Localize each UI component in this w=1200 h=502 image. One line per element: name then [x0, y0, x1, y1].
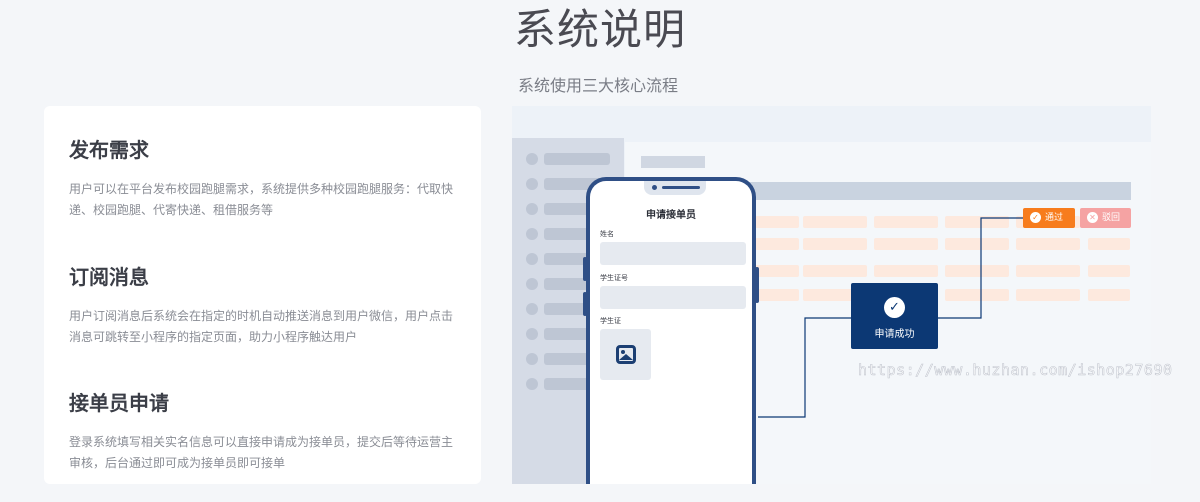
table-cell-mock	[1088, 289, 1130, 301]
table-cell-mock	[1088, 265, 1130, 277]
table-cell-mock	[803, 216, 867, 228]
table-header-mock	[641, 182, 1131, 200]
flow-connector-lines	[758, 217, 1023, 418]
table-cell-mock	[945, 265, 1009, 277]
flow-illustration: ✓ 通过 ✕ 驳回 ✓ 申请成功 申请接单员 姓名 学生证号 学生证	[512, 106, 1151, 484]
feature-description: 登录系统填写相关实名信息可以直接申请成为接单员，提交后等待运营主审核，后台通过即…	[69, 435, 454, 470]
table-cell-mock	[755, 238, 799, 250]
feature-description: 用户可以在平台发布校园跑腿需求，系统提供多种校园跑腿服务：代取快递、校园跑腿、代…	[69, 182, 454, 217]
approve-label: 通过	[1045, 213, 1064, 223]
panel-title-bar	[641, 156, 705, 168]
feature-description: 用户订阅消息后系统会在指定的时机自动推送消息到用户微信，用户点击消息可跳转至小程…	[69, 309, 454, 344]
student-card-label: 学生证	[600, 317, 621, 325]
feature-title: 发布需求	[69, 138, 149, 162]
table-cell-mock	[874, 238, 938, 250]
sidebar-row	[526, 153, 610, 165]
phone-side-button	[583, 257, 587, 281]
table-cell-mock	[945, 216, 1009, 228]
table-cell-mock	[803, 265, 867, 277]
feature-title: 接单员申请	[69, 391, 169, 415]
phone-mockup: 申请接单员 姓名 学生证号 学生证	[583, 177, 759, 484]
table-cell-mock	[755, 289, 799, 301]
phone-notch	[644, 181, 706, 195]
table-cell-mock	[1088, 238, 1130, 250]
feature-card: 发布需求 用户可以在平台发布校园跑腿需求，系统提供多种校园跑腿服务：代取快递、校…	[44, 106, 481, 484]
phone-side-button	[583, 292, 587, 316]
success-label: 申请成功	[874, 329, 915, 340]
table-cell-mock	[755, 265, 799, 277]
feature-publish: 发布需求 用户可以在平台发布校园跑腿需求，系统提供多种校园跑腿服务：代取快递、校…	[69, 134, 464, 221]
check-circle-icon: ✓	[884, 297, 905, 318]
success-card: ✓ 申请成功	[851, 283, 938, 349]
app-title: 申请接单员	[646, 210, 696, 221]
table-cell-mock	[1016, 265, 1080, 277]
table-cell-mock	[945, 238, 1009, 250]
student-id-label: 学生证号	[600, 274, 628, 282]
student-id-input[interactable]	[600, 286, 746, 309]
table-cell-mock	[874, 265, 938, 277]
table-cell-mock	[755, 216, 799, 228]
reject-label: 驳回	[1102, 213, 1121, 223]
name-input[interactable]	[600, 242, 746, 265]
image-icon	[616, 345, 636, 364]
feature-courier-apply: 接单员申请 登录系统填写相关实名信息可以直接申请成为接单员，提交后等待运营主审核…	[69, 387, 464, 474]
table-cell-mock	[874, 216, 938, 228]
phone-side-button	[755, 267, 759, 303]
reject-button[interactable]: ✕ 驳回	[1080, 208, 1131, 228]
table-cell-mock	[1016, 289, 1080, 301]
page-subtitle: 系统使用三大核心流程	[518, 76, 679, 95]
feature-subscribe: 订阅消息 用户订阅消息后系统会在指定的时机自动推送消息到用户微信，用户点击消息可…	[69, 261, 464, 348]
phone-screen: 申请接单员 姓名 学生证号 学生证	[590, 181, 752, 484]
close-icon: ✕	[1087, 212, 1098, 223]
table-cell-mock	[945, 289, 1009, 301]
page-title: 系统说明	[513, 5, 686, 54]
watermark-url: https://www.huzhan.com/ishop27690	[858, 361, 1173, 380]
approve-button[interactable]: ✓ 通过	[1023, 208, 1075, 228]
table-cell-mock	[803, 238, 867, 250]
table-cell-mock	[1016, 238, 1080, 250]
student-card-upload[interactable]	[600, 329, 651, 380]
name-label: 姓名	[600, 230, 614, 238]
feature-title: 订阅消息	[69, 265, 149, 289]
check-icon: ✓	[1030, 212, 1041, 223]
